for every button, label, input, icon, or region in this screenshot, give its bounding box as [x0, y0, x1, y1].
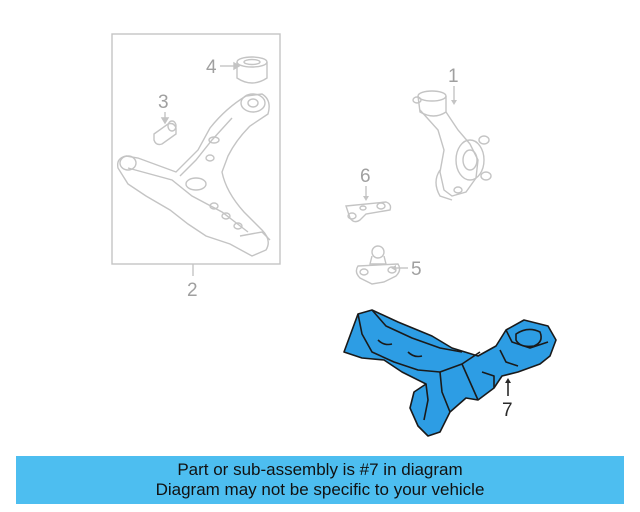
part-1-steering-knuckle[interactable] [412, 90, 492, 201]
parts-diagram: 1 2 3 4 5 6 7 [111, 33, 557, 437]
callout-number-1[interactable]: 1 [448, 66, 459, 87]
lower-control-arm[interactable] [116, 93, 271, 257]
callout-number-3[interactable]: 3 [158, 92, 169, 113]
callout-number-6[interactable]: 6 [360, 166, 371, 187]
callout-number-5[interactable]: 5 [411, 259, 422, 280]
part-2-group-box [111, 33, 281, 265]
part-4-bushing[interactable] [236, 56, 268, 84]
callout-4-arrowhead [233, 61, 241, 71]
info-banner: Part or sub-assembly is #7 in diagram Di… [16, 456, 624, 504]
callout-number-4[interactable]: 4 [206, 57, 217, 78]
callout-1-arrowhead [451, 100, 457, 105]
banner-line-2: Diagram may not be specific to your vehi… [155, 480, 485, 499]
callout-6-arrowhead [363, 196, 369, 201]
part-5-ball-joint[interactable] [355, 245, 401, 285]
banner-line-1: Part or sub-assembly is #7 in diagram [177, 460, 463, 479]
callout-number-7[interactable]: 7 [502, 400, 513, 421]
part-2-group [111, 33, 281, 276]
part-3-bushing[interactable] [153, 120, 177, 146]
callout-3-arrowhead [160, 117, 170, 125]
part-7-subframe[interactable] [343, 309, 557, 437]
callout-7-arrowhead [505, 378, 511, 383]
callout-5-arrowhead [391, 265, 396, 271]
part-6-bracket[interactable] [345, 201, 392, 223]
callout-number-2[interactable]: 2 [187, 280, 198, 301]
